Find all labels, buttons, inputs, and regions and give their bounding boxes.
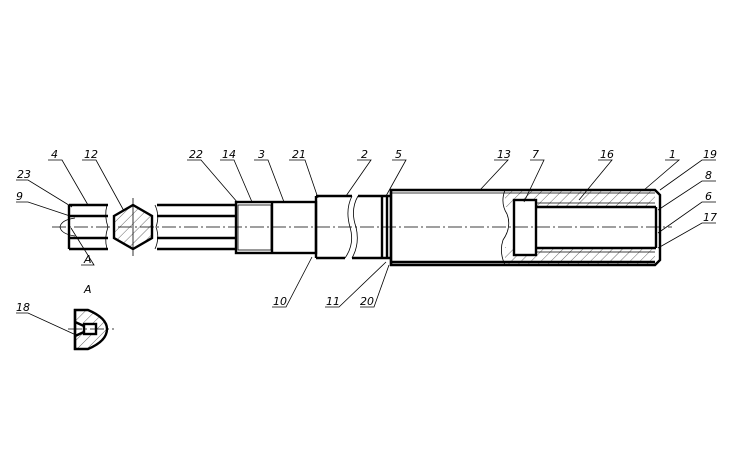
callout-11: 11 [326,295,340,308]
callout-4: 4 [51,148,58,161]
tube-section [314,194,390,260]
leader-lines [16,159,716,336]
callout-1: 1 [669,148,676,161]
callout-22: 22 [189,148,203,161]
callout-10: 10 [273,295,287,308]
callout-5: 5 [395,148,402,161]
section-view-a [68,308,114,351]
callout-20: 20 [360,295,374,308]
hex-nut [112,198,154,256]
callout-18: 18 [16,301,30,314]
coupling-block [234,200,318,255]
callout-14: 14 [222,148,236,161]
callout-16: 16 [600,148,614,161]
callout-8: 8 [705,169,712,182]
callout-12: 12 [84,148,98,161]
callout-13: 13 [497,148,511,161]
callout-17: 17 [703,211,717,224]
callout-19: 19 [703,148,717,161]
callout-7: 7 [532,148,539,161]
section-view-title: A [83,283,92,296]
callout-21: 21 [292,148,306,161]
callout-9: 9 [16,190,23,203]
callout-23: 23 [17,168,31,181]
left-end-fitting [59,203,109,251]
rod-shaft [154,203,236,251]
main-body [389,188,662,267]
callout-labels: 23 4 12 9 22 14 3 21 2 5 13 7 16 1 19 8 … [16,148,717,314]
callout-2: 2 [361,148,368,161]
callout-6: 6 [705,190,712,203]
callout-3: 3 [258,148,265,161]
section-mark-a: A [83,253,92,266]
